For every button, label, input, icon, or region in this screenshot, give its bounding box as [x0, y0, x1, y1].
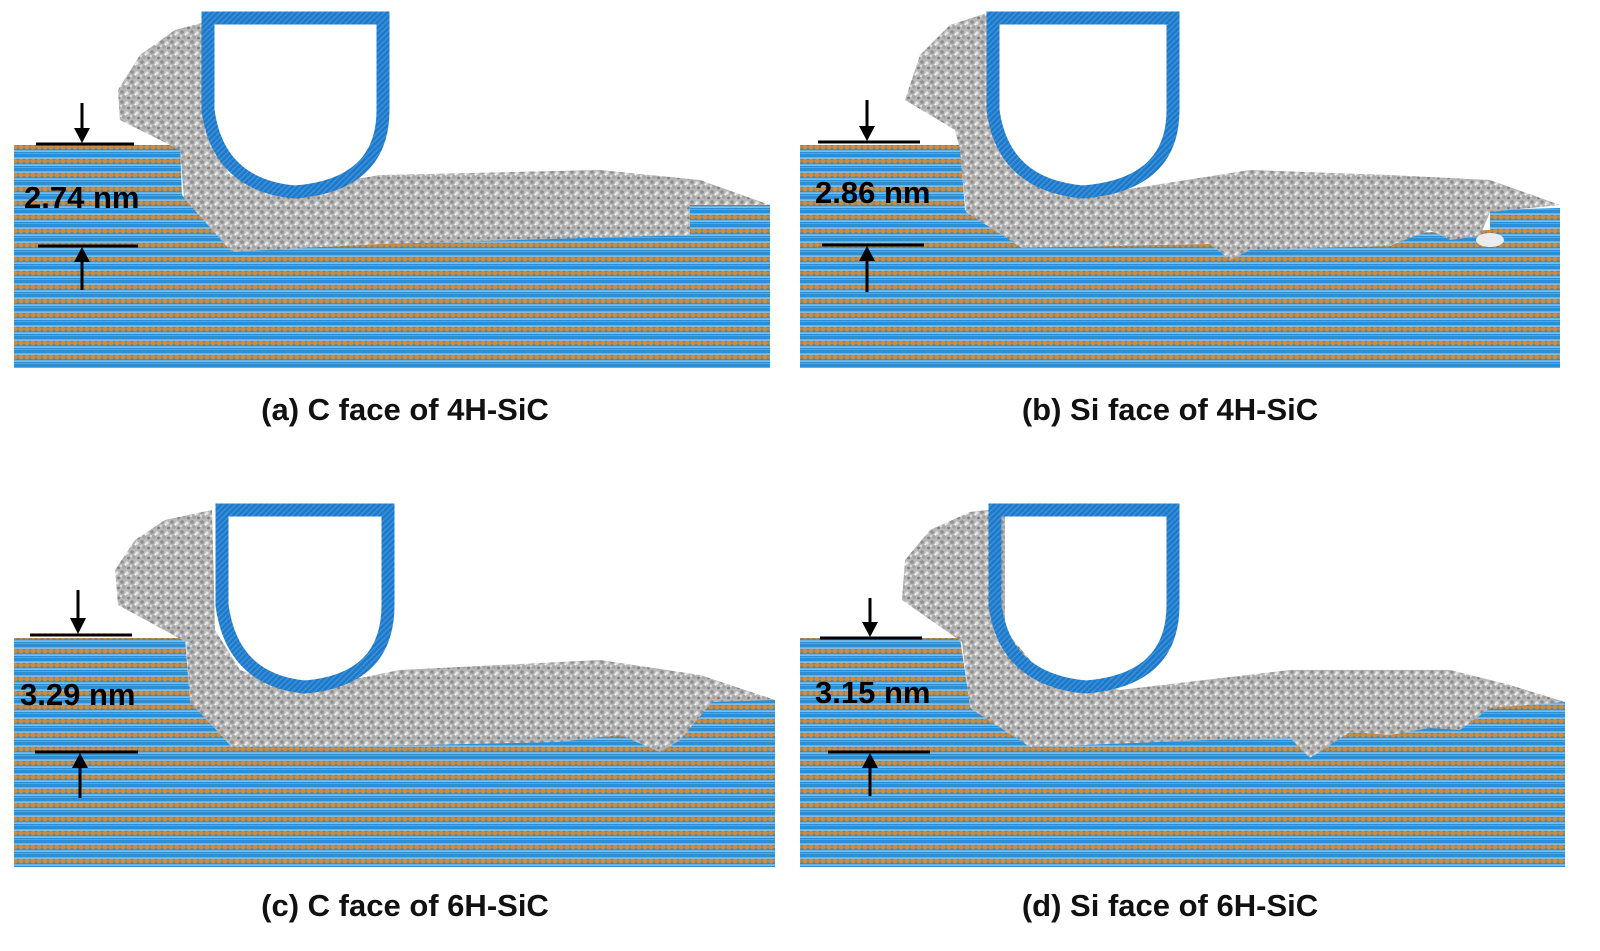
- caption-b: (b) Si face of 4H-SiC: [1021, 392, 1319, 427]
- depth-label-a: 2.74 nm: [24, 180, 140, 215]
- depth-marker-a: [36, 103, 138, 290]
- panel-c: 3.29 nm (c) C face of 6H-SiC: [0, 490, 790, 951]
- caption-d: (d) Si face of 6H-SiC: [1021, 888, 1319, 923]
- panel-b: 2.86 nm (b) Si face of 4H-SiC: [790, 0, 1600, 440]
- md-simulation-image-a: [14, 11, 770, 368]
- caption-c: (c) C face of 6H-SiC: [261, 888, 549, 923]
- md-simulation-image-b: [800, 11, 1560, 368]
- depth-marker-b: [818, 100, 924, 292]
- caption-a: (a) C face of 4H-SiC: [261, 392, 549, 427]
- depth-label-d: 3.15 nm: [815, 675, 931, 710]
- depth-label-b: 2.86 nm: [815, 175, 931, 210]
- depth-marker-c: [30, 590, 138, 798]
- panel-d: 3.15 nm (d) Si face of 6H-SiC: [790, 490, 1600, 951]
- depth-marker-d: [820, 598, 930, 796]
- md-simulation-image-c: [14, 503, 775, 867]
- depth-label-c: 3.29 nm: [20, 677, 136, 712]
- panel-a: 2.74 nm (a) C face of 4H-SiC: [0, 0, 790, 440]
- md-simulation-image-d: [800, 503, 1565, 867]
